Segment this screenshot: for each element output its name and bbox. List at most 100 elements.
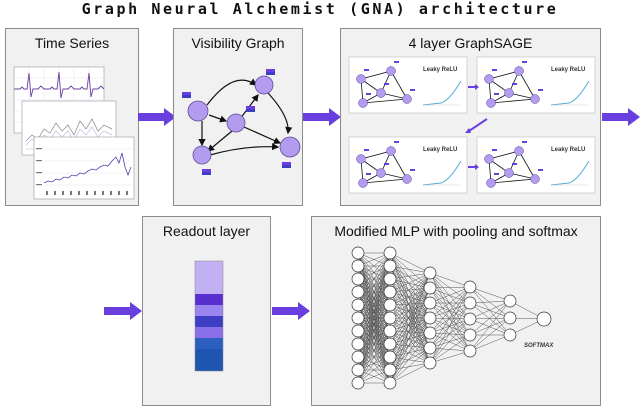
- graph-node: [504, 88, 514, 98]
- readout-cell: [195, 360, 223, 371]
- arrow-2: [303, 108, 341, 126]
- softmax-node: [536, 311, 552, 327]
- mlp-neuron: [383, 376, 397, 390]
- readout-cell: [195, 272, 223, 283]
- graph-node: [386, 146, 396, 156]
- mlp-neuron: [351, 376, 365, 390]
- sage-layer-1: Leaky ReLU: [348, 56, 468, 114]
- mlp-neuron: [463, 280, 477, 294]
- readout-vector: [194, 260, 224, 372]
- mlp-neuron: [463, 296, 477, 310]
- mlp-neuron: [423, 281, 437, 295]
- mlp-neuron: [351, 324, 365, 338]
- sage-layer-4: Leaky ReLU: [476, 136, 596, 194]
- mlp-neuron: [351, 272, 365, 286]
- readout-cell: [195, 261, 223, 272]
- sage-layer-2: Leaky ReLU: [476, 56, 596, 114]
- graph-node: [226, 113, 246, 133]
- mlp-neuron: [383, 311, 397, 325]
- graph-node: [356, 154, 366, 164]
- time-series-plots: [13, 66, 135, 200]
- graph-node: [279, 136, 301, 158]
- readout-cell: [195, 338, 223, 349]
- mlp-neuron: [503, 311, 517, 325]
- mlp-neuron: [383, 363, 397, 377]
- graph-node: [486, 178, 496, 188]
- mlp-neuron: [463, 312, 477, 326]
- mlp-neuron: [383, 259, 397, 273]
- arrow-4: [104, 302, 142, 320]
- mlp-neuron: [383, 324, 397, 338]
- visibility-graph-title: Visibility Graph: [191, 35, 285, 51]
- graph-node: [514, 146, 524, 156]
- graph-node: [187, 100, 209, 122]
- graph-node: [386, 66, 396, 76]
- readout-cell: [195, 316, 223, 327]
- graph-node: [358, 98, 368, 108]
- graphsage-title: 4 layer GraphSAGE: [408, 35, 533, 51]
- graphsage-layers: Leaky ReLU Leaky ReLU Leaky ReLU Leaky ReLU: [348, 56, 596, 194]
- mlp-neuron: [351, 311, 365, 325]
- graph-node: [192, 145, 212, 165]
- stock-plot: [33, 136, 135, 200]
- mlp-neuron: [423, 356, 437, 370]
- graph-node: [254, 75, 274, 95]
- arrow-1: [138, 108, 176, 126]
- readout-title: Readout layer: [162, 223, 251, 239]
- graph-node: [486, 98, 496, 108]
- mlp-panel: Modified MLP with pooling and softmax SO…: [311, 216, 601, 406]
- mlp-neuron: [423, 296, 437, 310]
- mlp-neuron: [423, 266, 437, 280]
- time-series-panel: Time Series: [5, 28, 139, 206]
- graph-node: [504, 168, 514, 178]
- graph-node: [530, 94, 540, 104]
- layer-arrow: [468, 118, 488, 132]
- mlp-neuron: [423, 326, 437, 340]
- readout-cell: [195, 327, 223, 338]
- readout-cell: [195, 349, 223, 360]
- mlp-neuron: [351, 259, 365, 273]
- readout-cell: [195, 283, 223, 294]
- mlp-neuron: [503, 328, 517, 342]
- arrow-3: [602, 108, 640, 126]
- activation-label: Leaky ReLU: [423, 147, 457, 153]
- readout-cell: [195, 305, 223, 316]
- graph-node: [358, 178, 368, 188]
- mlp-neuron: [383, 272, 397, 286]
- mlp-neuron: [423, 311, 437, 325]
- mlp-neuron: [463, 328, 477, 342]
- time-series-title: Time Series: [34, 35, 110, 51]
- arrow-5: [272, 302, 310, 320]
- graph-node: [376, 168, 386, 178]
- mlp-network: SOFTMAX: [351, 246, 554, 390]
- mlp-neuron: [503, 294, 517, 308]
- sage-layer-3: Leaky ReLU: [348, 136, 468, 194]
- graph-node: [530, 174, 540, 184]
- mlp-neuron: [351, 246, 365, 260]
- activation-label: Leaky ReLU: [423, 67, 457, 73]
- mlp-neuron: [383, 298, 397, 312]
- graph-node: [484, 154, 494, 164]
- mlp-neuron: [383, 350, 397, 364]
- mlp-neuron: [351, 350, 365, 364]
- graph-node: [514, 66, 524, 76]
- mlp-neuron: [383, 337, 397, 351]
- mlp-neuron: [351, 285, 365, 299]
- readout-cell: [195, 294, 223, 305]
- mlp-neuron: [463, 344, 477, 358]
- visibility-graph: [182, 69, 301, 175]
- graph-node: [356, 74, 366, 84]
- mlp-neuron: [351, 363, 365, 377]
- activation-label: Leaky ReLU: [551, 67, 585, 73]
- page-title: Graph Neural Alchemist (GNA) architectur…: [81, 0, 559, 18]
- mlp-neuron: [351, 337, 365, 351]
- graph-node: [402, 174, 412, 184]
- mlp-neuron: [351, 298, 365, 312]
- activation-label: Leaky ReLU: [551, 147, 585, 153]
- mlp-neuron: [383, 246, 397, 260]
- visibility-graph-panel: Visibility Graph: [173, 28, 303, 206]
- readout-panel: Readout layer: [142, 216, 271, 406]
- mlp-neuron: [423, 341, 437, 355]
- mlp-neuron: [383, 285, 397, 299]
